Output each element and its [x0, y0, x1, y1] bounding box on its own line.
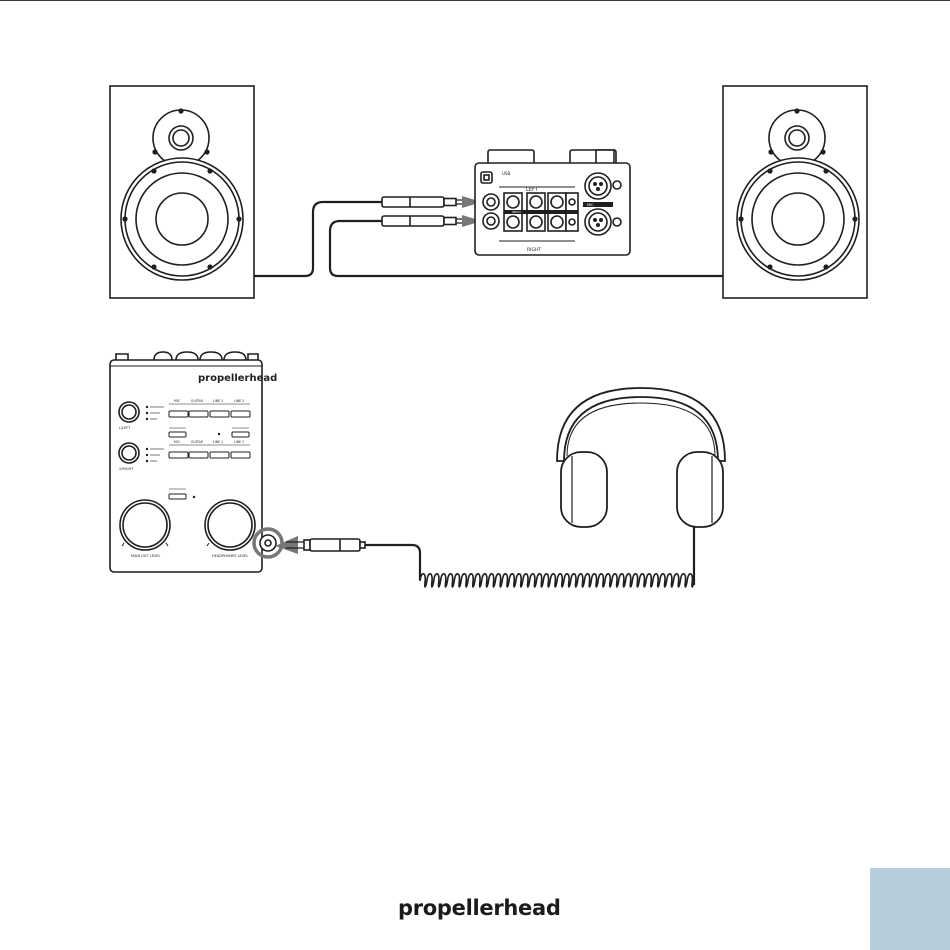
device-logo: propellerhead [198, 373, 277, 384]
headphones [557, 388, 725, 527]
headphones-level-label: HEADPHONES LEVEL [212, 554, 248, 558]
row2-line1-label: LINE 1 [213, 440, 223, 444]
main-out-level-label: MAIN OUT LEVEL [131, 554, 161, 558]
rear-mic-label: MIC [587, 203, 594, 207]
row1-line1-label: LINE 1 [213, 399, 223, 403]
footer-logo: propellerhead [398, 896, 561, 920]
left-studio-monitor [110, 86, 254, 298]
right-output-plug [382, 216, 464, 226]
right-studio-monitor [723, 86, 867, 298]
rear-input-label: INPUT [512, 210, 521, 214]
interface-rear-panel [475, 150, 630, 255]
headphone-cable-straight [365, 545, 420, 580]
front-left-label: L/LEFT [119, 426, 131, 430]
left-speaker-cable [254, 202, 382, 276]
headphone-coiled-cable [420, 574, 694, 587]
page-tab [870, 868, 950, 950]
row1-guitar-label: GUITAR [191, 399, 204, 403]
row1-line2-label: LINE 2 [234, 399, 244, 403]
row1-mic-label: MIC [174, 399, 181, 403]
usb-label: USB [502, 171, 510, 176]
interface-front-panel [110, 352, 276, 572]
row2-mic-label: MIC [174, 440, 181, 444]
front-right-label: 2/RIGHT [119, 467, 134, 471]
row2-line2-label: LINE 2 [234, 440, 244, 444]
row2-guitar-label: GUITAR [191, 440, 204, 444]
rear-right-label: RIGHT [527, 247, 541, 253]
left-output-plug [382, 197, 464, 207]
rear-left-label: LEFT [526, 187, 539, 193]
